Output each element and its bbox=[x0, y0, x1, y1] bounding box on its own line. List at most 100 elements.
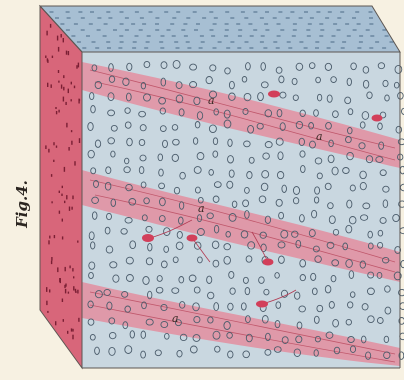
cell bbox=[400, 228, 404, 234]
side-dot bbox=[63, 319, 64, 322]
cell bbox=[400, 303, 404, 310]
cell bbox=[400, 166, 404, 174]
side-dot bbox=[46, 31, 47, 36]
side-dot bbox=[68, 51, 69, 55]
side-dot bbox=[51, 201, 52, 203]
side-dot bbox=[66, 51, 67, 55]
side-dot bbox=[63, 38, 64, 42]
side-dot bbox=[66, 123, 67, 128]
side-dot bbox=[56, 111, 57, 114]
side-dot bbox=[78, 318, 79, 322]
side-dot bbox=[51, 257, 52, 261]
side-dot bbox=[58, 81, 59, 83]
side-dot bbox=[60, 278, 61, 283]
annotation-label: a bbox=[208, 94, 215, 107]
side-dot bbox=[67, 331, 68, 334]
side-dot bbox=[72, 268, 73, 271]
side-dot bbox=[54, 235, 55, 238]
side-dot bbox=[68, 89, 69, 94]
side-dot bbox=[79, 99, 80, 101]
side-dot bbox=[53, 160, 54, 162]
side-dot bbox=[77, 290, 78, 294]
nucleus bbox=[187, 235, 198, 242]
side-dot bbox=[49, 289, 50, 292]
side-dot bbox=[68, 292, 69, 294]
side-dot bbox=[63, 75, 64, 78]
side-dot bbox=[66, 195, 67, 199]
side-dot bbox=[61, 34, 62, 38]
side-dot bbox=[65, 289, 66, 294]
side-dot bbox=[65, 267, 66, 271]
side-dot bbox=[65, 102, 66, 105]
side-dot bbox=[79, 138, 80, 143]
side-dot bbox=[73, 286, 74, 290]
side-dot bbox=[69, 207, 70, 211]
side-dot bbox=[63, 87, 64, 91]
annotation-label: a bbox=[172, 312, 179, 325]
nucleus bbox=[256, 301, 268, 308]
side-dot bbox=[75, 291, 76, 293]
side-dot bbox=[47, 83, 48, 87]
side-dot bbox=[62, 299, 63, 303]
side-dot bbox=[68, 147, 69, 151]
side-dot bbox=[45, 145, 46, 149]
figure-label: Fig.4. bbox=[13, 180, 31, 228]
side-dot bbox=[76, 65, 77, 69]
side-dot bbox=[71, 130, 72, 132]
side-dot bbox=[55, 321, 56, 325]
side-dot bbox=[48, 240, 49, 244]
side-dot bbox=[64, 167, 65, 172]
side-dot bbox=[59, 191, 60, 193]
nucleus bbox=[268, 91, 280, 98]
side-dot bbox=[57, 36, 58, 41]
side-dot bbox=[71, 207, 72, 210]
side-dot bbox=[52, 56, 53, 58]
side-dot bbox=[64, 285, 65, 288]
side-dot bbox=[64, 201, 65, 203]
side-dot bbox=[51, 261, 52, 265]
side-dot bbox=[71, 328, 72, 331]
side-dot bbox=[62, 236, 63, 239]
side-dot bbox=[58, 47, 59, 52]
side-dot bbox=[71, 141, 72, 145]
nucleus bbox=[142, 234, 154, 242]
side-dot bbox=[62, 186, 63, 188]
annotation-label: a bbox=[198, 202, 205, 215]
side-dot bbox=[50, 24, 51, 28]
side-face bbox=[40, 6, 82, 368]
side-dot bbox=[51, 174, 52, 177]
side-dot bbox=[53, 142, 54, 145]
side-dot bbox=[49, 236, 50, 239]
side-dot bbox=[72, 329, 73, 332]
side-dot bbox=[73, 276, 74, 278]
side-dot bbox=[62, 219, 63, 222]
side-dot bbox=[72, 335, 73, 340]
side-dot bbox=[58, 70, 59, 73]
side-dot bbox=[56, 146, 57, 148]
side-dot bbox=[47, 60, 48, 63]
side-dot bbox=[74, 86, 75, 89]
side-dot bbox=[46, 287, 47, 292]
top-face bbox=[40, 6, 400, 52]
side-dot bbox=[71, 82, 72, 85]
side-dot bbox=[47, 311, 48, 313]
annotation-label: a bbox=[316, 130, 323, 143]
cell bbox=[400, 184, 404, 191]
side-dot bbox=[72, 196, 73, 200]
side-dot bbox=[51, 84, 52, 88]
side-dot bbox=[63, 97, 64, 102]
side-dot bbox=[45, 56, 46, 59]
side-dot bbox=[74, 161, 75, 165]
side-dot bbox=[55, 107, 56, 109]
nucleus bbox=[263, 259, 274, 266]
side-dot bbox=[59, 211, 60, 214]
side-dot bbox=[77, 241, 78, 243]
side-dot bbox=[71, 99, 72, 101]
side-dot bbox=[78, 63, 79, 68]
nucleus bbox=[372, 115, 383, 122]
side-dot bbox=[61, 85, 62, 89]
side-dot bbox=[46, 301, 47, 305]
side-dot bbox=[61, 194, 62, 196]
side-dot bbox=[48, 149, 49, 153]
